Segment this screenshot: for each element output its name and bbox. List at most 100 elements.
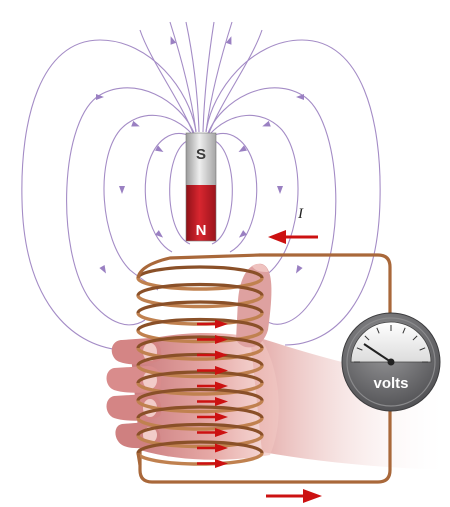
field-line-2 [205, 39, 381, 346]
coil-turn-back-9 [136, 405, 264, 419]
coil-turn-back-4 [136, 317, 264, 331]
fingernails [143, 343, 157, 443]
current-label: I [297, 206, 304, 222]
coil-arrow-head [215, 381, 228, 391]
coil-turn-back-7 [136, 370, 264, 384]
coil-arrow-head [215, 397, 228, 406]
coil-arrow-7 [197, 412, 228, 422]
coil-turn-back-10 [136, 422, 264, 436]
current-arrow-top [268, 230, 318, 244]
field-arrowhead-1 [96, 94, 104, 100]
field-line-13 [202, 21, 215, 133]
coil-arrow-4 [197, 366, 228, 375]
dial-tick-2 [356, 347, 363, 351]
north-pole-label: N [196, 222, 207, 239]
field-line-5 [103, 114, 193, 291]
field-arrowhead-8 [225, 36, 232, 45]
field-arrowhead-3 [155, 145, 164, 152]
coil-arrow-head [215, 319, 228, 329]
solenoid-coil [136, 253, 264, 466]
field-line-1 [21, 39, 197, 351]
coil-turn-front-1 [136, 277, 264, 291]
magnetic-field-lines [21, 21, 381, 351]
coil-current-arrows [197, 319, 228, 468]
coil-arrow-6 [197, 397, 228, 406]
coil-arrow-head [215, 412, 228, 422]
coil-turn-front-2 [136, 295, 264, 309]
coil-turn-front-7 [136, 382, 264, 396]
voltmeter-dial [350, 321, 432, 363]
coil-lead-top [136, 253, 261, 279]
coil-turn-front-6 [136, 365, 264, 379]
field-arrowhead-5 [119, 186, 125, 194]
field-line-14 [205, 21, 233, 133]
circuit-wire [138, 253, 392, 484]
magnet-north-pole [186, 185, 216, 241]
coil-arrow-9 [197, 443, 228, 453]
coil-turn-front-10 [136, 435, 264, 449]
coil-arrow-head [215, 335, 228, 344]
coil-turn-front-9 [136, 417, 264, 431]
field-line-7 [144, 133, 191, 253]
coil-turn-back-5 [136, 335, 264, 349]
field-arrowhead-11 [131, 120, 140, 127]
coil-arrow-5 [197, 381, 228, 391]
coil-arrow-10 [197, 459, 228, 468]
coil-arrow-head [215, 443, 228, 453]
field-arrowhead-9 [99, 265, 106, 274]
coil-lead-bottom [136, 452, 142, 466]
coil-turn-front-4 [136, 330, 264, 344]
coil-arrow-head [215, 459, 228, 468]
field-line-16 [208, 29, 263, 134]
field-line-6 [209, 114, 299, 291]
dial-ticks [354, 325, 428, 363]
field-arrowhead-7 [170, 36, 177, 45]
coil-arrow-1 [197, 319, 228, 329]
current-arrow-bottom [266, 489, 322, 503]
coil-turn-back-11 [136, 440, 264, 454]
dial-tick-7 [412, 335, 418, 341]
field-arrowhead-4 [238, 145, 247, 152]
field-arrowhead-2 [296, 94, 304, 100]
field-line-arrows [96, 36, 304, 274]
field-line-8 [211, 133, 258, 253]
dial-tick-8 [419, 347, 426, 351]
south-pole-label: S [196, 146, 206, 163]
field-arrowhead-12 [262, 120, 271, 127]
coil-arrow-8 [197, 428, 228, 437]
dial-tick-4 [376, 327, 380, 334]
forearm [250, 335, 450, 470]
field-arrowhead-14 [238, 230, 247, 238]
field-line-11 [169, 21, 197, 133]
field-arrowhead-6 [277, 186, 283, 194]
field-arrowhead-13 [155, 230, 164, 238]
field-line-3 [66, 87, 195, 326]
coil-turn-back-2 [136, 282, 264, 296]
coil-arrow-3 [197, 350, 228, 360]
coil-arrow-head [215, 428, 228, 437]
coil-arrow-2 [197, 335, 228, 344]
field-line-10 [211, 139, 233, 245]
voltmeter-label: volts [373, 375, 408, 392]
coil-turn-front-5 [136, 347, 264, 361]
field-line-12 [185, 21, 200, 133]
coil-arrow-head [215, 350, 228, 360]
dial-tick-3 [364, 335, 370, 341]
thumb-nail [252, 264, 268, 272]
magnet-south-pole [186, 133, 216, 185]
field-line-4 [207, 87, 337, 325]
voltmeter: volts [341, 312, 441, 412]
bar-magnet: S N [185, 132, 217, 242]
field-arrowhead-10 [296, 265, 303, 274]
coil-turn-front-8 [136, 400, 264, 414]
dial-tick-6 [402, 327, 406, 334]
coil-turn-back-1 [136, 265, 264, 279]
voltmeter-needle [363, 343, 392, 363]
coil-turn-back-3 [136, 300, 264, 314]
coil-turn-back-8 [136, 387, 264, 401]
field-line-9 [169, 139, 191, 245]
field-line-15 [139, 29, 194, 134]
coil-arrow-head [215, 366, 228, 375]
